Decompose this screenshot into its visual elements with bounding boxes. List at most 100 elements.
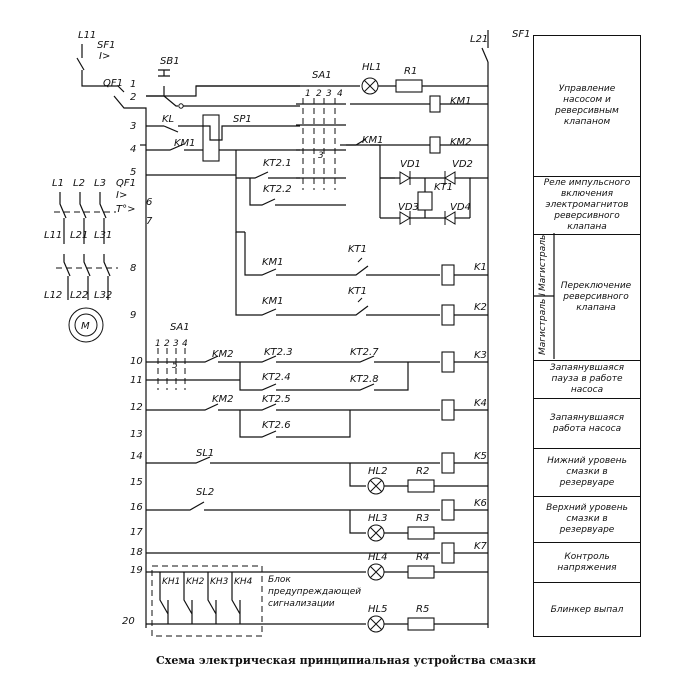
- row-num-14: 14: [130, 451, 143, 462]
- supply-L21: L21: [470, 34, 488, 45]
- diagram-caption: Схема электрическая принципиальная устро…: [156, 654, 536, 667]
- row-num-18: 18: [130, 547, 143, 558]
- label-SL1: SL1: [196, 448, 214, 459]
- rows-K3-K4: 10 11 12 13 SA1 1 2 3 4 5 KM2 KT2.3 KT2.…: [130, 322, 488, 440]
- label-QF1-motor: QF1: [116, 178, 136, 189]
- row-num-12: 12: [130, 402, 143, 413]
- label-KM2-r12: KM2: [212, 394, 234, 405]
- row-num-20: 20: [122, 616, 135, 627]
- left-bus: [140, 113, 147, 628]
- panel-row-pump-control: Управление насосом и реверсивным клапано…: [555, 84, 619, 127]
- block-label-1: Блок: [268, 575, 291, 585]
- panel-row-voltage: Контроль напряжения: [534, 542, 640, 582]
- panel-row-pump-pause: Запаянувшаяся пауза в работе насоса: [534, 360, 640, 398]
- row-num-9: 9: [130, 310, 136, 321]
- label-K3: K3: [474, 350, 487, 361]
- label-VD4: VD4: [450, 202, 471, 213]
- panel-row-pulse-relay: Реле импульсного включения электромагнит…: [534, 176, 640, 234]
- label-KT2.6: KT2.6: [262, 420, 291, 431]
- label-KT1-r8: KT1: [348, 244, 367, 255]
- label-KT2.8: KT2.8: [350, 374, 379, 385]
- label-L3: L3: [94, 178, 106, 189]
- label-KH4: KH4: [234, 577, 253, 587]
- label-K7: K7: [474, 541, 488, 552]
- magistral-II: Магистраль II: [538, 233, 548, 291]
- svg-text:4: 4: [182, 339, 188, 349]
- label-KM2-r10: KM2: [212, 349, 234, 360]
- function-panel: Управление насосом и реверсивным клапано…: [533, 35, 641, 637]
- row-num-16: 16: [130, 502, 143, 513]
- label-K1: K1: [474, 262, 487, 273]
- row-num-6: 6: [146, 197, 152, 208]
- motor-symbol: M: [81, 321, 90, 332]
- label-R2: R2: [416, 466, 429, 477]
- right-bus: [481, 30, 489, 628]
- label-KT2.1: KT2.1: [263, 158, 292, 169]
- label-SL2: SL2: [196, 487, 214, 498]
- label-L12: L12: [44, 290, 62, 301]
- row-num-19: 19: [130, 565, 143, 576]
- label-KT2.4: KT2.4: [262, 372, 291, 383]
- panel-row-pump-run: Запаянувшаяся работа насоса: [534, 398, 640, 448]
- label-K4: K4: [474, 398, 487, 409]
- panel-header: SF1: [512, 29, 531, 40]
- row-num-13: 13: [130, 429, 143, 440]
- rows-K1-K2: 8 9 KM1 KM1 KT1 KT1 K1 K2: [130, 232, 488, 326]
- rows-K5-K6: 14 15 16 17 SL1 HL2 R2 K5 SL2 HL3 R3 K6: [130, 448, 488, 542]
- panel-row-valve-switch: Переключение реверсивного клапана: [534, 234, 640, 360]
- label-R4: R4: [416, 552, 429, 563]
- label-L22: L22: [70, 290, 88, 301]
- row-num-7: 7: [146, 216, 153, 227]
- label-KH3: KH3: [210, 577, 229, 587]
- label-L21: L21: [470, 34, 488, 45]
- svg-text:1: 1: [155, 339, 161, 349]
- label-KL: KL: [162, 114, 174, 125]
- label-KH2: KH2: [186, 577, 205, 587]
- svg-text:3: 3: [326, 89, 332, 99]
- row-num-4: 4: [130, 144, 136, 155]
- row-HL1: HL1 R1 KM1 KM2: [196, 62, 488, 154]
- label-VD2: VD2: [452, 159, 473, 170]
- row-num-10: 10: [130, 356, 143, 367]
- label-VD1: VD1: [400, 159, 421, 170]
- label-SB1: SB1: [160, 56, 180, 67]
- label-R5: R5: [416, 604, 429, 615]
- label-HL2: HL2: [368, 466, 387, 477]
- label-KT1-r9: KT1: [348, 286, 367, 297]
- label-T: T°>: [116, 204, 136, 215]
- magistral-I: Магистраль I: [538, 293, 548, 355]
- motor-circuit: L1 L2 L3 QF1 I> T°> 6 7 L11 L21 L31 L12 …: [44, 178, 153, 343]
- label-SP1: SP1: [233, 114, 252, 125]
- label-K5: K5: [474, 451, 487, 462]
- row-num-5: 5: [130, 167, 136, 178]
- label-L1: L1: [52, 178, 64, 189]
- diode-bridge: VD1 VD2 VD3 VD4 KT1: [379, 145, 488, 225]
- svg-text:2: 2: [164, 339, 170, 349]
- label-L2: L2: [73, 178, 85, 189]
- label-HL1: HL1: [362, 62, 381, 73]
- row-num-11: 11: [130, 375, 143, 386]
- label-KM1-mid: KM1: [362, 135, 384, 146]
- label-KM1-r8: KM1: [262, 257, 284, 268]
- label-QF1: QF1: [103, 78, 123, 89]
- row-num-8: 8: [130, 263, 136, 274]
- svg-text:4: 4: [337, 89, 343, 99]
- label-R3: R3: [416, 513, 429, 524]
- label-L32: L32: [94, 290, 112, 301]
- label-R1: R1: [404, 66, 417, 77]
- block-label-2: предупреждающей: [268, 587, 361, 597]
- label-L11: L11: [78, 30, 96, 41]
- svg-text:1: 1: [305, 89, 311, 99]
- block-label-3: сигнализации: [268, 599, 335, 609]
- label-KT2.3: KT2.3: [264, 347, 293, 358]
- label-KM1-left: KM1: [174, 138, 196, 149]
- switch-SA1-top: SA1 1 2 3 4 3: [296, 70, 346, 190]
- label-K6: K6: [474, 498, 487, 509]
- label-L11-motor: L11: [44, 230, 62, 241]
- label-L21-motor: L21: [70, 230, 88, 241]
- label-KH1: KH1: [162, 577, 180, 587]
- label-HL4: HL4: [368, 552, 387, 563]
- rows-K7-HL5: 18 19 20 K7 HL4 R4 KH1 KH2 KH3 KH4 Блок …: [122, 541, 488, 637]
- row-num-3: 3: [130, 121, 136, 132]
